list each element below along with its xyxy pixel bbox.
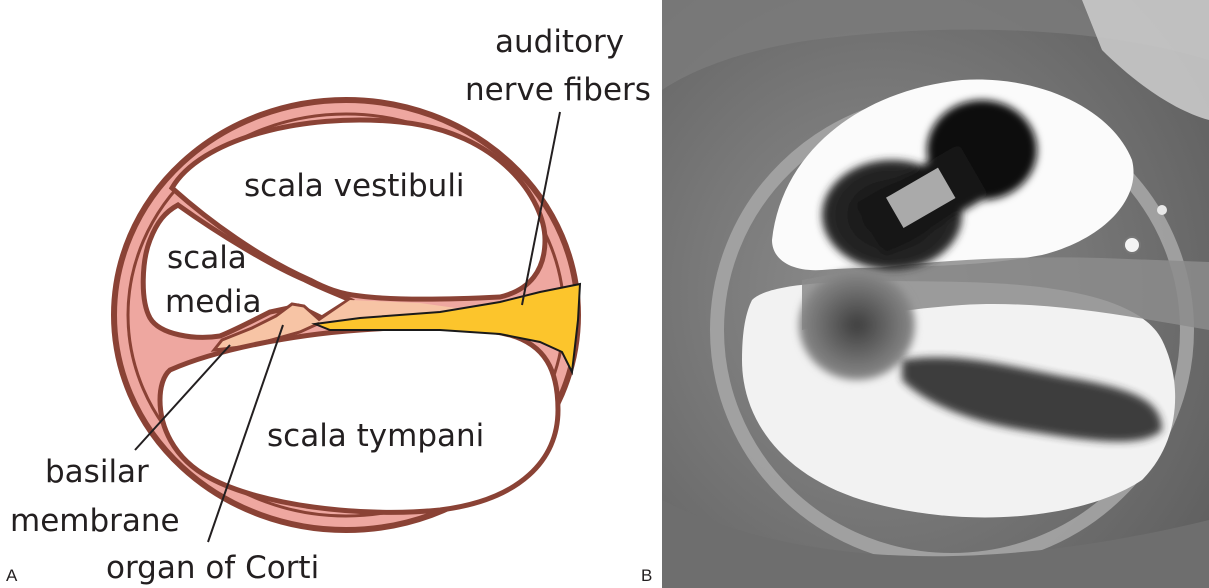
label-organ-of-corti: organ of Corti [106, 550, 319, 586]
label-scala-media-line1: scala [167, 240, 247, 276]
label-auditory-line2: nerve fibers [465, 72, 651, 108]
label-basilar-line2: membrane [10, 503, 180, 539]
label-scala-media-line2: media [165, 284, 262, 320]
label-basilar-line1: basilar [45, 454, 149, 490]
small-vessel-1 [1124, 237, 1140, 253]
cochlea-cross-section-diagram: scala vestibuli scala media scala tympan… [0, 0, 662, 588]
gray-tissue-blob [799, 270, 915, 380]
panel-letter-a: A [6, 566, 18, 585]
small-vessel-2 [1157, 205, 1167, 215]
panel-letter-b: B [641, 566, 652, 585]
label-scala-tympani: scala tympani [267, 418, 484, 454]
label-auditory-line1: auditory [495, 24, 624, 60]
label-scala-vestibuli: scala vestibuli [244, 168, 465, 204]
cochlea-histology-micrograph [662, 0, 1209, 588]
